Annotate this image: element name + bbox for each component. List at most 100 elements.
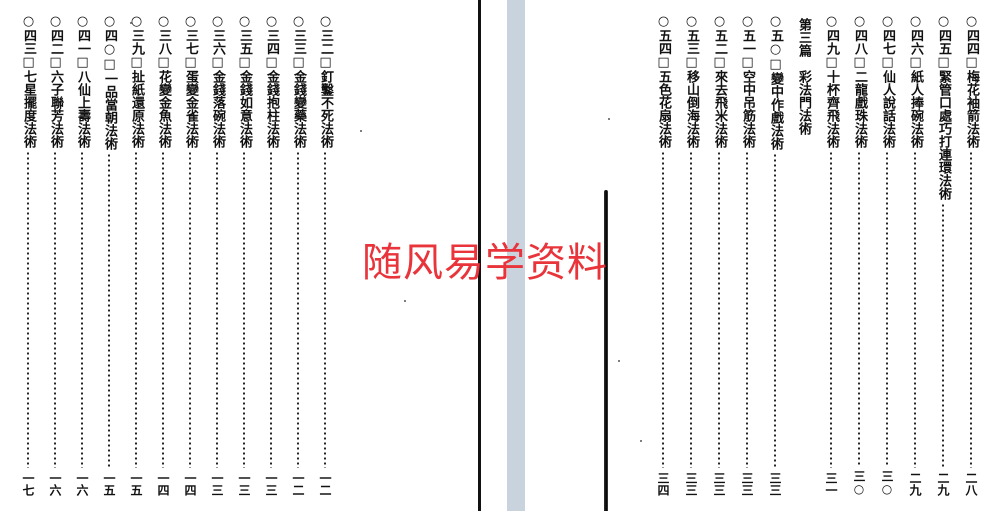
toc-page-number: 三三 [684,472,698,496]
dot-leader [189,151,191,468]
toc-entry: ○四五□緊管口處巧打連環法術 二九 [934,14,952,496]
toc-page-number: 三三 [712,472,726,496]
toc-page-number: 一七 [21,472,35,496]
dot-leader [135,151,137,468]
scan-speck [130,22,132,24]
dot-leader [914,151,916,468]
dot-leader [886,151,888,466]
toc-entry: ○五一□空中吊筋法術 三三 [738,14,756,496]
toc-entry: ○三四□金錢抱柱法術 一三 [262,14,280,496]
toc-title: ○三四□金錢抱柱法術 [264,14,279,148]
toc-title: ○四八□二龍戲珠法術 [852,14,867,148]
toc-title: ○五○□變中作戲法術 [768,14,783,150]
scan-speck [404,300,406,302]
page-divider [478,0,481,511]
toc-entry: ○四九□十杯齊飛法術 三一 [822,14,840,496]
toc-entry: ○五三□移山倒海法術 三三 [682,14,700,496]
toc-page-number: 一二 [318,472,332,496]
toc-entry: ○三五□金錢如意法術 一三 [235,14,253,496]
toc-title: ○四四□梅花袖箭法術 [964,14,979,148]
toc-title: ○三九□扯紙還原法術 [129,14,144,148]
dot-leader [746,151,748,468]
dot-leader [324,151,326,468]
toc-page-number: 一六 [48,472,62,496]
toc-entry: ○三九□扯紙還原法術 一五 [127,14,145,496]
toc-page-number: 三○ [852,470,866,496]
toc-page-number: 一三 [237,472,251,496]
dot-leader [270,151,272,468]
toc-page-number: 一六 [75,472,89,496]
toc-title: ○三七□蛋變金雀法術 [183,14,198,148]
toc-title: ○五一□空中吊筋法術 [740,14,755,148]
toc-title: ○四七□仙人說話法術 [880,14,895,148]
toc-entry: ○四一□八仙上壽法術 一六 [73,14,91,496]
toc-title: ○三二□釘鑿不死法術 [318,14,333,148]
toc-page-number: 三四 [656,472,670,496]
toc-entry: ○四二□六子聯芳法術 一六 [46,14,64,496]
dot-leader [774,153,776,468]
toc-title: ○四○□一品當朝法術 [102,14,117,150]
toc-title: ○四六□紙人捧碗法術 [908,14,923,148]
scan-speck [608,118,610,120]
dot-leader [162,151,164,468]
toc-page-number: 一四 [156,472,170,496]
scan-speck [618,360,620,362]
toc-page-number: 一三 [264,472,278,496]
dot-leader [662,151,664,468]
toc-entry: ○四六□紙人捧碗法術 二九 [906,14,924,496]
section-heading: 第三篇 彩法門法術 [796,18,811,135]
dot-leader [718,151,720,468]
toc-entry: ○三八□花變金魚法術 一四 [154,14,172,496]
toc-page-number: 二九 [908,472,922,496]
toc-entry: ○五四□五色花扇法術 三四 [654,14,672,496]
toc-entry: ○三六□金錢落碗法術 一三 [208,14,226,496]
toc-title: ○四九□十杯齊飛法術 [824,14,839,148]
toc-page-number: 一四 [183,472,197,496]
toc-title: ○三五□金錢如意法術 [237,14,252,148]
dot-leader [27,151,29,468]
dot-leader [54,151,56,468]
toc-entry: ○三七□蛋變金雀法術 一四 [181,14,199,496]
dot-leader [81,151,83,468]
toc-page-number: 三三 [768,472,782,496]
toc-page-number: 一五 [129,472,143,496]
toc-page-number: 三一 [824,472,838,496]
toc-entry: ○四○□一品當朝法術 一五 [100,14,118,496]
toc-entry: ○四四□梅花袖箭法術 二八 [962,14,980,496]
dot-leader [216,151,218,468]
toc-title: ○五三□移山倒海法術 [684,14,699,148]
left-page: ○三二□釘鑿不死法術 一二 ○三三□金錢變藥法術 一二 ○三四□金錢抱柱法術 一… [0,0,478,511]
toc-title: ○三八□花變金魚法術 [156,14,171,148]
toc-entry: ○五○□變中作戲法術 三三 [766,14,784,496]
toc-title: ○五二□來去飛米法術 [712,14,727,148]
viewer-gutter [507,0,525,511]
toc-title: ○四三□七星擺度法術 [21,14,36,148]
scan-speck [640,440,642,442]
toc-entry: ○三三□金錢變藥法術 一二 [289,14,307,496]
toc-page-number: 三三 [740,472,754,496]
watermark-text: 随风易学资料 [362,240,608,286]
toc-page-number: 三○ [880,470,894,496]
toc-title: ○四二□六子聯芳法術 [48,14,63,148]
toc-title: ○三六□金錢落碗法術 [210,14,225,148]
toc-page-number: 二八 [964,472,978,496]
toc-page-number: 二九 [936,472,950,496]
dot-leader [297,151,299,468]
toc-title: ○四五□緊管口處巧打連環法術 [936,14,951,200]
toc-title: ○五四□五色花扇法術 [656,14,671,148]
toc-page-number: 一二 [291,472,305,496]
dot-leader [942,203,944,468]
ink-stroke-mark [604,190,608,511]
toc-entry: ○四三□七星擺度法術 一七 [19,14,37,496]
dot-leader [243,151,245,468]
toc-page-number: 一五 [102,472,116,496]
toc-entry: ○五二□來去飛米法術 三三 [710,14,728,496]
toc-entry: ○四七□仙人說話法術 三○ [878,14,896,496]
dot-leader [830,151,832,468]
right-page: ○四四□梅花袖箭法術 二八 ○四五□緊管口處巧打連環法術 二九 ○四六□紙人捧碗… [548,0,990,511]
toc-title: ○三三□金錢變藥法術 [291,14,306,148]
dot-leader [858,151,860,466]
toc-entry: ○三二□釘鑿不死法術 一二 [316,14,334,496]
dot-leader [970,151,972,468]
toc-page-number: 一三 [210,472,224,496]
